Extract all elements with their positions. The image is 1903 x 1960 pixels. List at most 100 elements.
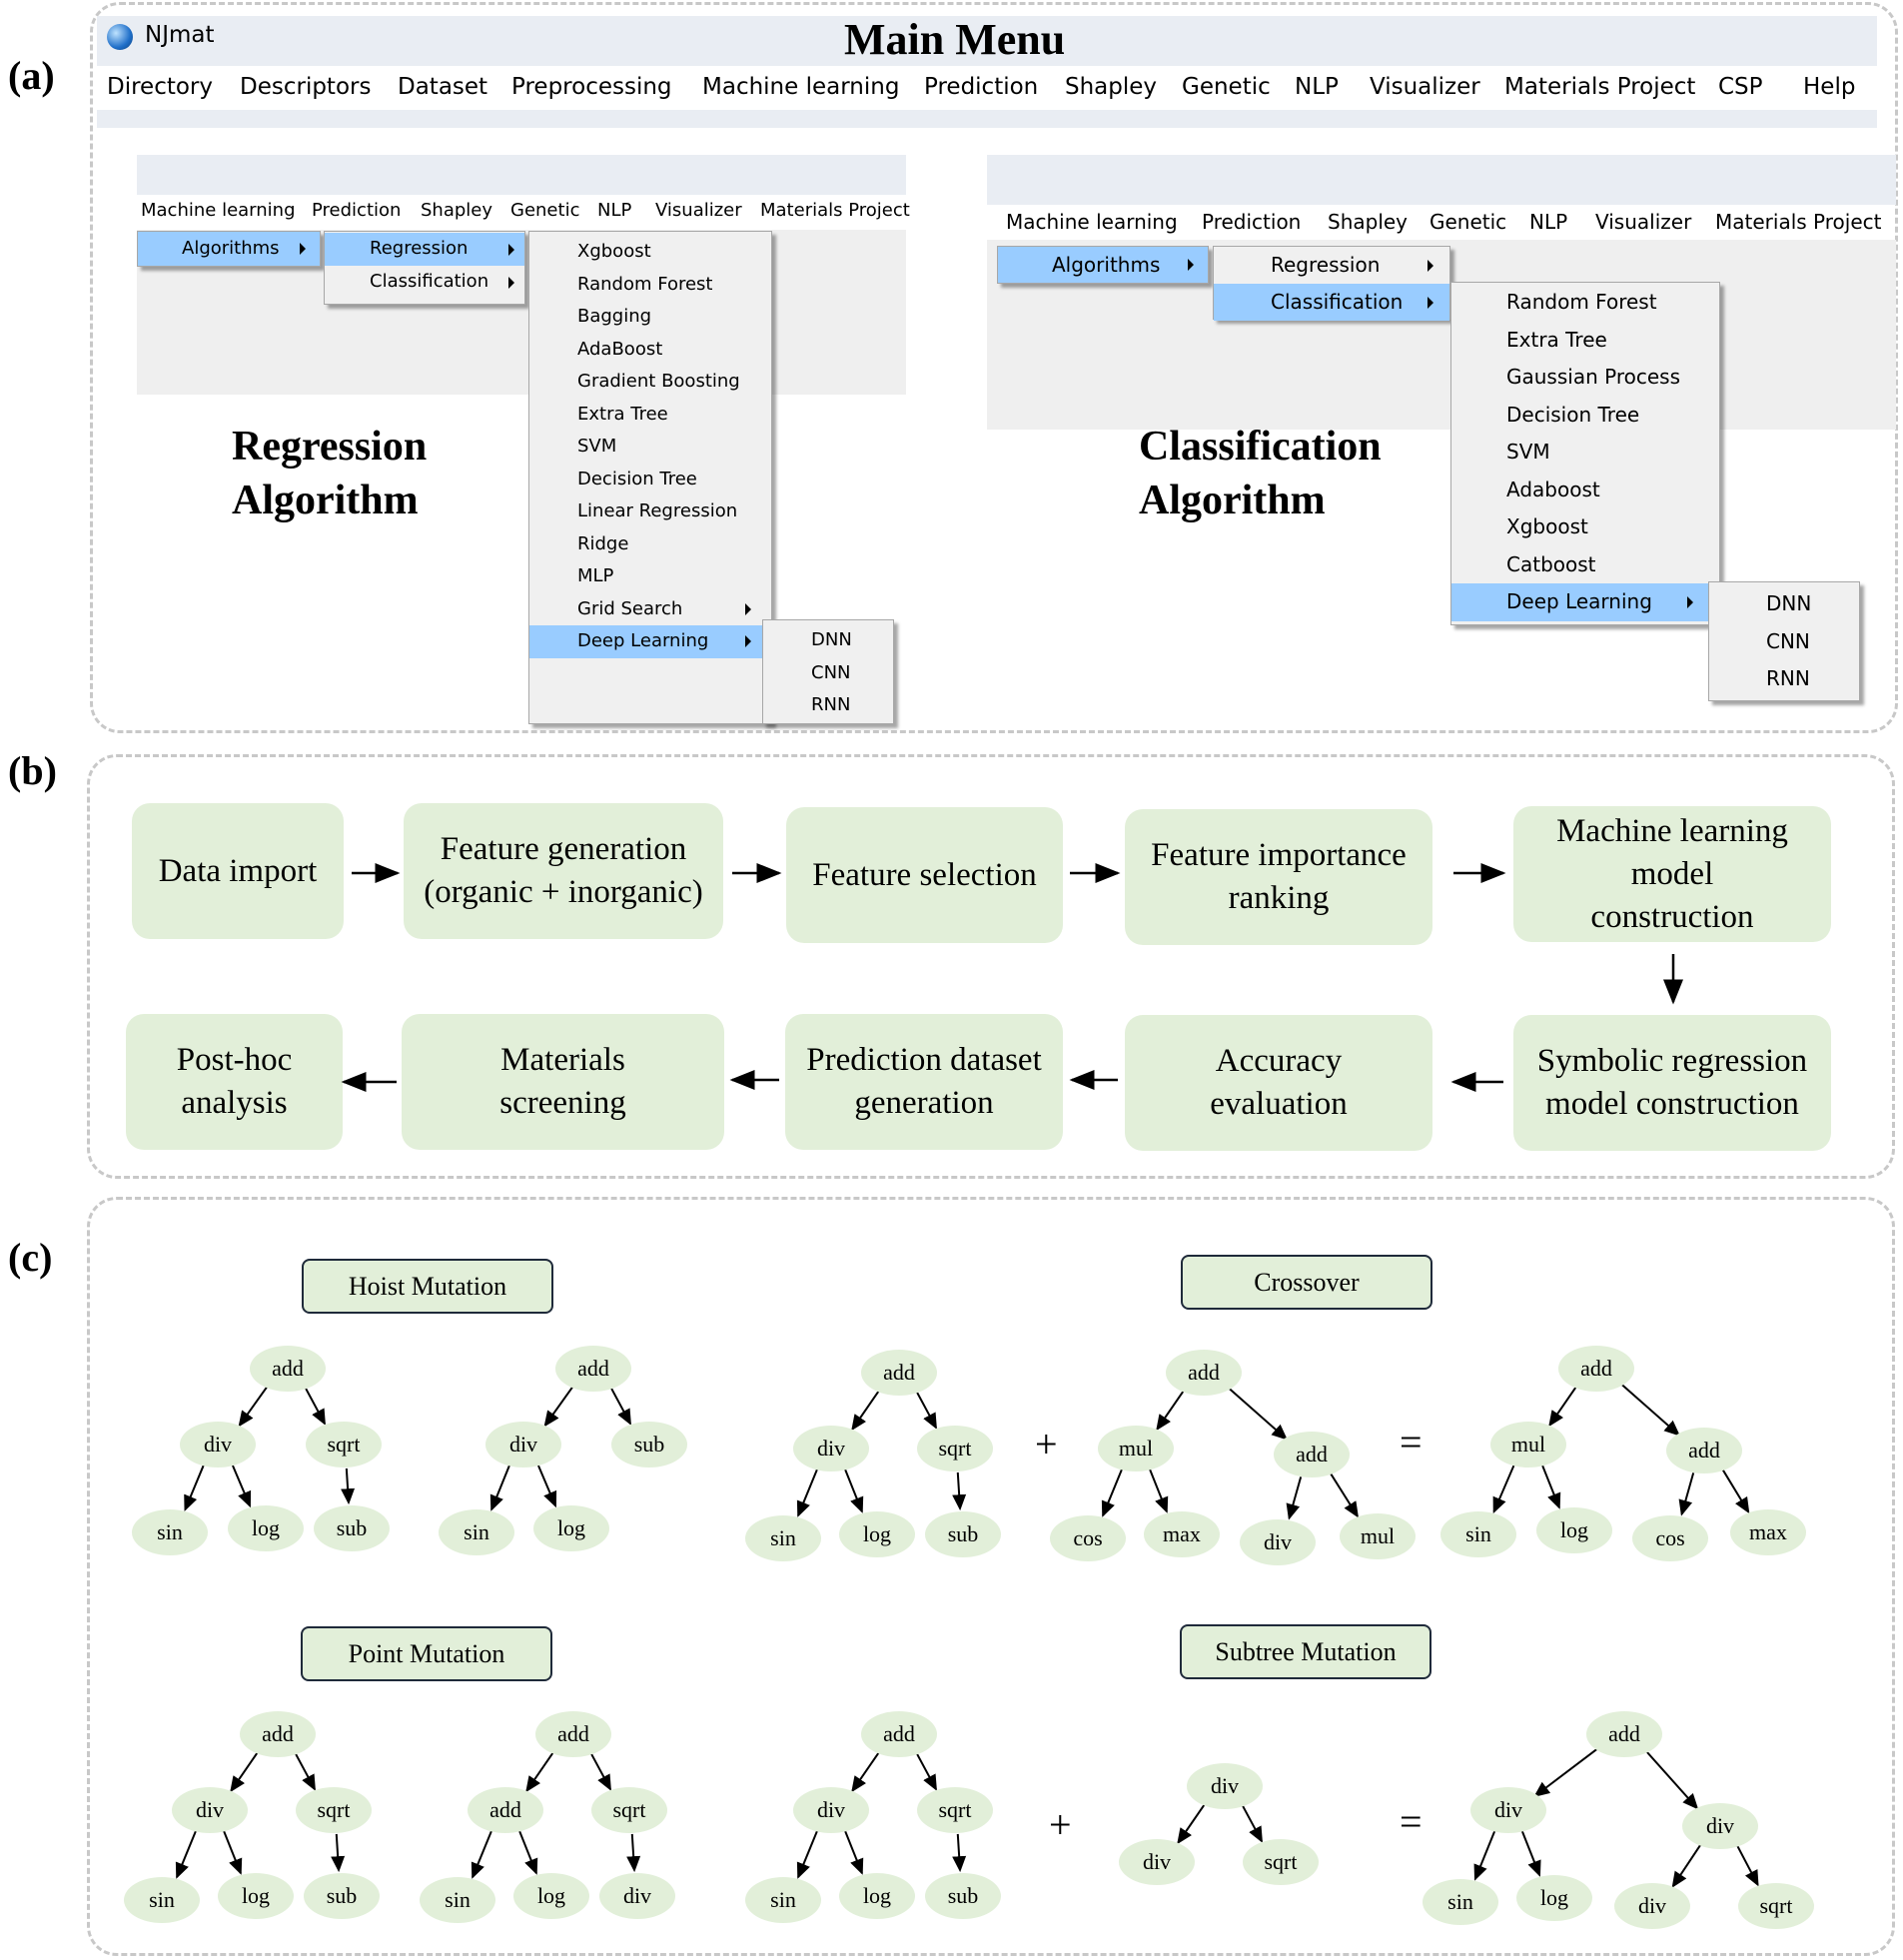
tree-node-label: sin [464, 1519, 489, 1544]
tree-node-label: log [1540, 1885, 1568, 1910]
tree-node [1586, 1711, 1662, 1757]
regression_window-menu-level3-item-grid-search[interactable]: Grid Search [529, 593, 771, 626]
tree-edge [543, 1386, 574, 1428]
classification_window-menu-level3-item-decision-tree[interactable]: Decision Tree [1451, 397, 1719, 435]
main-menu-help[interactable]: Help [1803, 74, 1856, 100]
classification_window-menu-level3-item-gaussian-process[interactable]: Gaussian Process [1451, 359, 1719, 397]
main-menu-directory[interactable]: Directory [107, 74, 214, 100]
main-window-title: Main Menu [844, 15, 1066, 64]
tree-edge [1177, 1803, 1206, 1845]
classification_window-menubar-shapley[interactable]: Shapley [1328, 210, 1409, 234]
workflow-step-9: Materials screening [402, 1014, 724, 1150]
main-menu-machine-learning[interactable]: Machine learning [702, 74, 900, 100]
main-menu-shapley[interactable]: Shapley [1065, 74, 1158, 100]
regression_window-menu-level4-item-rnn[interactable]: RNN [763, 689, 893, 722]
regression_window-menu-level3-item-decision-tree[interactable]: Decision Tree [529, 464, 771, 496]
regression_window-menubar-visualizer[interactable]: Visualizer [655, 200, 742, 221]
regression_window-menu-level3-item-svm[interactable]: SVM [529, 431, 771, 464]
regression_window-menu-level3-item-deep-learning[interactable]: Deep Learning [529, 625, 771, 658]
workflow-step-2: Feature generation (organic + inorganic) [404, 803, 723, 939]
main-menu-dataset[interactable]: Dataset [398, 74, 488, 100]
regression_window-menubar-materials-project[interactable]: Materials Project [760, 200, 910, 221]
regression_window-menu-level4-item-cnn[interactable]: CNN [763, 657, 893, 690]
tree-node-label: div [1264, 1529, 1292, 1554]
tree-edge [1101, 1469, 1123, 1517]
classification_window-menubar-prediction[interactable]: Prediction [1202, 210, 1302, 234]
tree-node-label: div [196, 1797, 224, 1822]
regression_window-menu-level3-item-random-forest[interactable]: Random Forest [529, 269, 771, 302]
classification-caption-line2: Algorithm [1139, 478, 1326, 523]
regression_window-menu-level3-item-xgboost[interactable]: Xgboost [529, 236, 771, 269]
tree-node-label: cos [1073, 1525, 1102, 1550]
classification_window-menubar-machine-learning[interactable]: Machine learning [1006, 210, 1178, 234]
regression_window-menubar-prediction[interactable]: Prediction [312, 200, 402, 221]
classification_window-menu-level3-item-adaboost[interactable]: Adaboost [1451, 472, 1719, 509]
classification_window-menu-level4-item-label: DNN [1766, 591, 1812, 616]
tree-node-label: log [863, 1521, 891, 1546]
crossover-equals: = [1400, 1420, 1423, 1465]
main-menu-nlp[interactable]: NLP [1295, 74, 1339, 100]
main-menu-genetic[interactable]: Genetic [1182, 74, 1271, 100]
tree-node [1243, 1839, 1319, 1885]
regression_window-menu-level3-item-ridge[interactable]: Ridge [529, 528, 771, 561]
classification_window-menu-level2-submenu-arrow-icon [1427, 296, 1433, 309]
classification_window-menu-level4-item-cnn[interactable]: CNN [1709, 623, 1859, 661]
regression_window-menubar-shapley[interactable]: Shapley [421, 200, 493, 221]
regression_window-item-algorithms[interactable]: Algorithms [138, 232, 320, 266]
main-menu-prediction[interactable]: Prediction [924, 74, 1039, 100]
classification_window-menu-level3-item-deep-learning[interactable]: Deep Learning [1451, 583, 1719, 621]
tree-edge [626, 1833, 641, 1873]
tree-node-label: div [1706, 1813, 1734, 1838]
regression_window-menu-level3-item-extra-tree[interactable]: Extra Tree [529, 399, 771, 432]
regression_window-menu-level3-submenu-arrow-icon [745, 602, 751, 615]
regression_window-menu-level2-item-regression[interactable]: Regression [325, 233, 524, 266]
panel-label-b: (b) [8, 748, 57, 793]
regression_window-menu-level3-item-bagging[interactable]: Bagging [529, 301, 771, 334]
tree-node [861, 1711, 937, 1757]
tree-node-label: div [204, 1432, 232, 1457]
classification_window-menu-level3-item-catboost[interactable]: Catboost [1451, 546, 1719, 584]
classification_window-item-algorithms[interactable]: Algorithms [998, 247, 1208, 283]
tree-node-label: sub [337, 1515, 368, 1540]
regression_window-menu-level3-item-gradient-boosting[interactable]: Gradient Boosting [529, 366, 771, 399]
regression_window-menubar-nlp[interactable]: NLP [597, 200, 632, 221]
tree-edge [184, 1465, 205, 1512]
tree-edge [1736, 1845, 1759, 1887]
regression_window-menu-level2-item-classification[interactable]: Classification [325, 266, 524, 299]
classification_window-menu-level2-item-regression[interactable]: Regression [1214, 247, 1449, 284]
tree-node-label: log [1560, 1517, 1588, 1542]
classification_window-menubar-visualizer[interactable]: Visualizer [1595, 210, 1692, 234]
main-menu-visualizer[interactable]: Visualizer [1370, 74, 1480, 100]
classification_window-menu-level4-item-dnn[interactable]: DNN [1709, 585, 1859, 623]
tree-node-label: div [1211, 1773, 1239, 1798]
main-menu-materials-project[interactable]: Materials Project [1504, 74, 1696, 100]
regression_window-menu-level3-item-mlp[interactable]: MLP [529, 560, 771, 593]
regression_window-menu-level4-item-dnn[interactable]: DNN [763, 624, 893, 657]
classification_window-menu-level3-item-xgboost[interactable]: Xgboost [1451, 508, 1719, 546]
classification_window-menu-level2-item-classification[interactable]: Classification [1214, 284, 1449, 321]
tree-edge [230, 1751, 259, 1793]
regression_window-menubar-machine-learning[interactable]: Machine learning [141, 200, 296, 221]
regression_window-menu-level3-item-adaboost[interactable]: AdaBoost [529, 334, 771, 367]
classification_window-menubar-nlp[interactable]: NLP [1529, 210, 1568, 234]
classification_window-menu-level4-item-rnn[interactable]: RNN [1709, 660, 1859, 698]
main-menu-preprocessing[interactable]: Preprocessing [511, 74, 672, 100]
tree-node-label: sub [327, 1883, 358, 1908]
tree-node [1490, 1422, 1566, 1468]
classification_window-menubar-genetic[interactable]: Genetic [1429, 210, 1507, 234]
tree-edge [518, 1830, 538, 1875]
subtree-equals: = [1400, 1799, 1423, 1844]
main-menu-descriptors[interactable]: Descriptors [240, 74, 372, 100]
classification_window-menu-level3-item-extra-tree[interactable]: Extra Tree [1451, 322, 1719, 360]
classification_window-menu-level3-item-svm[interactable]: SVM [1451, 434, 1719, 472]
regression_window-menubar-genetic[interactable]: Genetic [510, 200, 580, 221]
classification_window-menu-level3-item-random-forest[interactable]: Random Forest [1451, 284, 1719, 322]
workflow-step-4: Feature importance ranking [1125, 809, 1432, 945]
classification_window-menubar-materials-project[interactable]: Materials Project [1715, 210, 1882, 234]
main-menu-csp[interactable]: CSP [1718, 74, 1763, 100]
tree-node [1240, 1519, 1316, 1565]
regression_window-menu-level3-item-linear-regression[interactable]: Linear Regression [529, 495, 771, 528]
